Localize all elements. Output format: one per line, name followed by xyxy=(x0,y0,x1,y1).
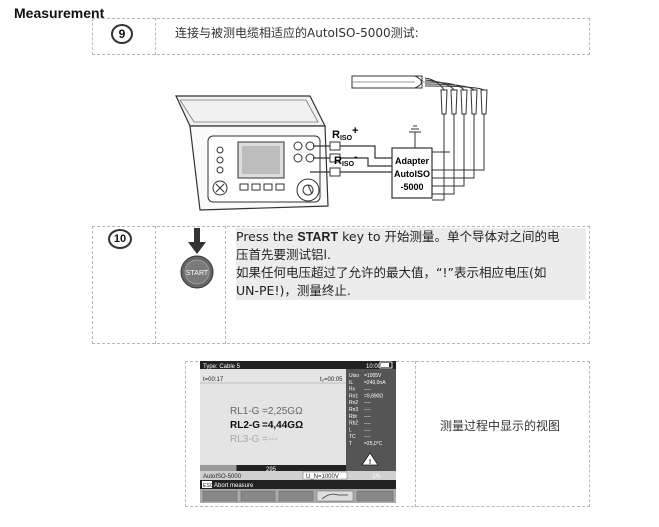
screen-title: Type: Cable 5 xyxy=(203,364,241,370)
side-param-key: Rb2 xyxy=(349,421,358,427)
step10-line1-pre: Press the xyxy=(236,229,298,244)
reading-l2-value: =4,44GΩ xyxy=(262,420,303,431)
side-param-value: ---- xyxy=(364,427,371,433)
side-param-key: L xyxy=(349,427,352,433)
reading-l3-value: =--- xyxy=(262,434,278,445)
side-param-value: ---- xyxy=(364,414,371,420)
adapter-line-1: Adapter xyxy=(395,156,430,166)
screen-time-left: t=00:17 xyxy=(203,377,224,383)
step10-line3: 如果任何电压超过了允许的最大值，“!”表示相应电压(如 xyxy=(236,265,547,280)
screen-mode: AutoISO-5000 xyxy=(203,474,242,480)
side-param-key: Rx xyxy=(349,387,356,393)
screen-divider xyxy=(415,361,416,507)
start-key-illustration: START xyxy=(180,228,214,289)
riso-minus-sign: - xyxy=(354,151,358,163)
step10-box xyxy=(92,226,590,344)
screen-time-right: t₂=00:05 xyxy=(320,377,343,383)
side-param-key: T xyxy=(349,441,352,447)
step9-text: 连接与被测电缆相适应的AutoISO-5000测试: xyxy=(175,26,419,40)
step10-text: Press the START key to 开始测量。单个导体对之间的电 压首… xyxy=(236,228,586,300)
step9-number: 9 xyxy=(111,24,133,44)
adapter-line-3: -5000 xyxy=(400,182,423,192)
side-param-key: Rn1 xyxy=(349,393,358,399)
step9-divider xyxy=(155,18,156,55)
riso-plus-sub: ISO xyxy=(340,135,353,142)
side-param-value: ---- xyxy=(364,400,371,406)
reading-l3-label: RL3-G xyxy=(230,434,260,445)
side-param-key: TC xyxy=(349,434,356,440)
side-param-value: =9,890Ω xyxy=(364,393,383,399)
step10-divider-2 xyxy=(225,226,226,344)
start-key-label: START xyxy=(186,270,209,277)
connection-diagram: RISO+ RISO- Adapter AutoISO -5000 xyxy=(175,75,488,211)
adapter-line-2: AutoISO xyxy=(394,169,430,179)
step10-line2: 压首先要测试铝l. xyxy=(236,247,331,262)
meter-display: Type: Cable 5 10:00 t=00:17 t₂=00:05 RL1… xyxy=(200,361,396,503)
down-arrow-icon xyxy=(188,228,206,254)
side-param-key: Rn2 xyxy=(349,400,358,406)
side-param-value: ---- xyxy=(364,407,371,413)
screen-un: U_N=1000V xyxy=(306,474,339,480)
side-param-value: ---- xyxy=(364,387,371,393)
warning-icon xyxy=(361,452,379,466)
side-params-list: Uiso=1005VIL=240,0nARx----Rn1=9,890ΩRn2-… xyxy=(349,373,386,447)
svg-text:RISO+: RISO+ xyxy=(332,125,358,142)
step10-divider-1 xyxy=(155,226,156,344)
side-param-key: Rbt xyxy=(349,414,357,420)
step10-start-key: START xyxy=(297,230,339,244)
abort-text: Abort measure xyxy=(214,483,254,489)
side-param-key: IL xyxy=(349,380,353,386)
side-param-key: Rn3 xyxy=(349,407,358,413)
svg-text:!: ! xyxy=(369,459,371,466)
adapter-box xyxy=(391,147,433,199)
svg-text:RISO-: RISO- xyxy=(334,151,358,168)
step9-box xyxy=(92,18,590,55)
screen-page: 2/5 xyxy=(372,474,381,480)
side-param-value: ---- xyxy=(364,421,371,427)
step10-number: 10 xyxy=(108,229,132,249)
side-param-value: =1005V xyxy=(364,373,382,379)
side-param-key: Uiso xyxy=(349,373,359,379)
reading-l2-label: RL2-G xyxy=(230,420,260,431)
reading-l1-value: =2,25GΩ xyxy=(262,406,303,417)
riso-plus-label: R xyxy=(332,129,340,141)
progress-value: 295 xyxy=(266,467,277,473)
screen-caption: 测量过程中显示的视图 xyxy=(440,419,561,433)
page-heading: Measurement xyxy=(14,5,105,21)
esc-label: ESC xyxy=(203,483,214,489)
reading-l1-label: RL1-G xyxy=(230,406,260,417)
riso-minus-label: R xyxy=(334,155,342,167)
side-param-value: =240,0nA xyxy=(364,380,386,386)
step10-line4: UN-PE!)，测量终止. xyxy=(236,283,351,298)
side-param-value: =25,0°C xyxy=(364,441,383,447)
riso-minus-sub: ISO xyxy=(342,161,355,168)
riso-plus-sign: + xyxy=(352,125,358,137)
progress-fill xyxy=(200,465,237,471)
step10-line1-post: key to 开始测量。单个导体对之间的电 xyxy=(338,229,560,244)
screen-time: 10:00 xyxy=(366,364,382,370)
side-param-value: ---- xyxy=(364,434,371,440)
